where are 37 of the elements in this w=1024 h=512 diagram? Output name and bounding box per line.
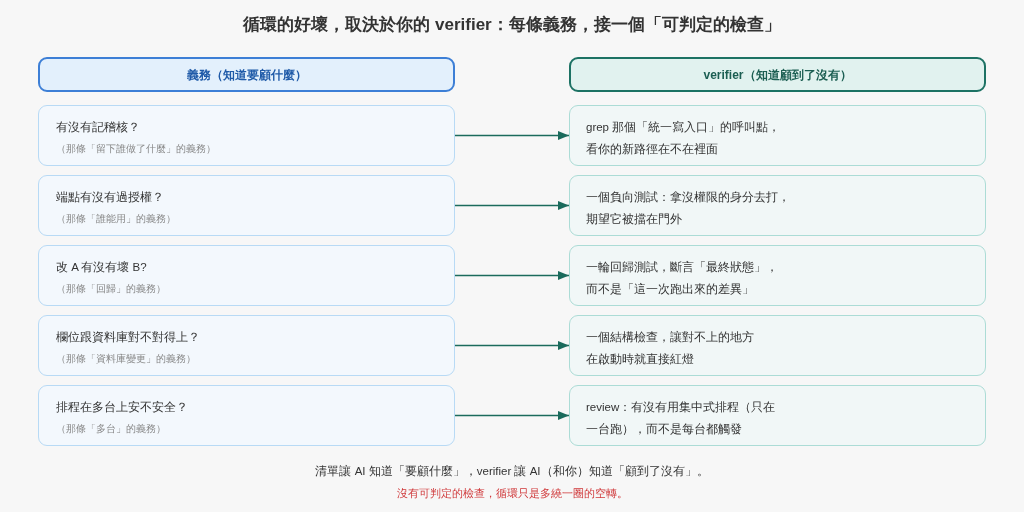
note-text: （那條「誰能用」的義務）	[56, 212, 176, 226]
header-text: verifier（知道顧到了沒有）	[703, 66, 852, 83]
note-text: （那條「資料庫變更」的義務）	[56, 352, 196, 366]
warning-text: 沒有可判定的檢查，循環只是多繞一圈的空轉。	[396, 486, 628, 501]
title: 循環的好壞，取決於你的 verifier：每條義務，接一個「可判定的檢查」	[242, 14, 782, 36]
arrow	[454, 271, 570, 280]
note-text: （那條「回歸」的義務）	[56, 282, 166, 296]
question-card	[38, 315, 455, 376]
arrow	[454, 341, 570, 350]
check-card	[569, 175, 986, 236]
check-text: 一輪回歸測試，斷言「最終狀態」，而不是「這一次跑出來的差異」	[586, 260, 779, 297]
summary-text: 清單讓 AI 知道「要顧什麼」，verifier 讓 AI（和你）知道「顧到了沒有」。	[315, 464, 709, 479]
note-text: （那條「多台」的義務）	[56, 422, 166, 436]
check-text: 一個負向測試：拿沒權限的身分去打，期望它被擋在門外	[586, 190, 791, 227]
question-text: 欄位跟資料庫對不對得上？	[56, 330, 200, 345]
check-text: review：有沒有用集中式排程（只在一台跑），而不是每台都觸發	[586, 400, 777, 437]
question-card	[38, 105, 455, 166]
question-text: 排程在多台上安不安全？	[56, 400, 188, 415]
arrow	[454, 201, 570, 210]
question-text: 改 A 有沒有壞 B?	[56, 260, 147, 275]
arrow	[454, 131, 570, 140]
check-card	[569, 385, 986, 446]
arrow	[454, 411, 570, 420]
check-card	[569, 245, 986, 306]
note-text: （那條「留下誰做了什麼」的義務）	[56, 142, 216, 156]
question-text: 有沒有記稽核？	[56, 120, 140, 135]
check-text: grep 那個「統一寫入口」的呼叫點，看你的新路徑在不在裡面	[586, 120, 782, 157]
question-card	[38, 385, 455, 446]
header-text: 義務（知道要顧什麼）	[186, 66, 307, 83]
check-card	[569, 105, 986, 166]
question-text: 端點有沒有過授權？	[56, 190, 164, 205]
check-card	[569, 315, 986, 376]
question-card	[38, 245, 455, 306]
column-header	[569, 57, 986, 92]
check-text: 一個結構檢查，讓對不上的地方在啟動時就直接紅燈	[586, 330, 755, 367]
question-card	[38, 175, 455, 236]
column-header	[38, 57, 455, 92]
